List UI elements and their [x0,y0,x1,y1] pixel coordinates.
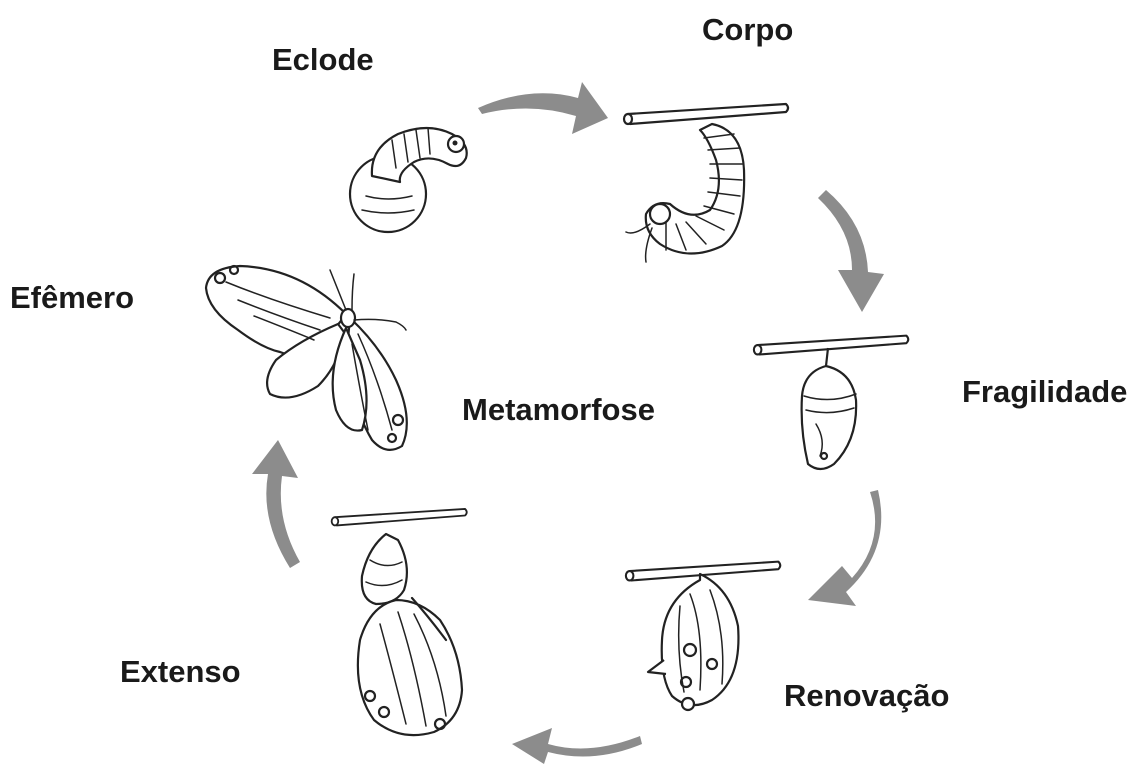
stage-label-emerging: Extenso [120,656,241,687]
stage-label-caterpillar: Corpo [702,14,793,45]
curved-arrow-icon [252,440,300,568]
stage-label-butterfly: Efêmero [10,282,134,313]
chrysalis-icon [754,336,908,469]
stage-label-late-chrysalis: Renovação [784,680,949,711]
butterfly-icon [206,266,407,450]
hanging-caterpillar-icon [624,104,788,262]
transparent-chrysalis-icon [626,562,780,710]
stage-label-chrysalis: Fragilidade [962,376,1127,407]
curved-arrow-icon [818,190,884,312]
curved-arrow-icon [512,728,642,764]
stage-label-egg: Eclode [272,44,374,75]
emerging-butterfly-icon [332,509,467,735]
curved-arrow-icon [808,490,881,606]
curved-arrow-icon [478,82,608,134]
hatching-caterpillar-icon [350,128,467,232]
center-label: Metamorfose [462,394,655,425]
